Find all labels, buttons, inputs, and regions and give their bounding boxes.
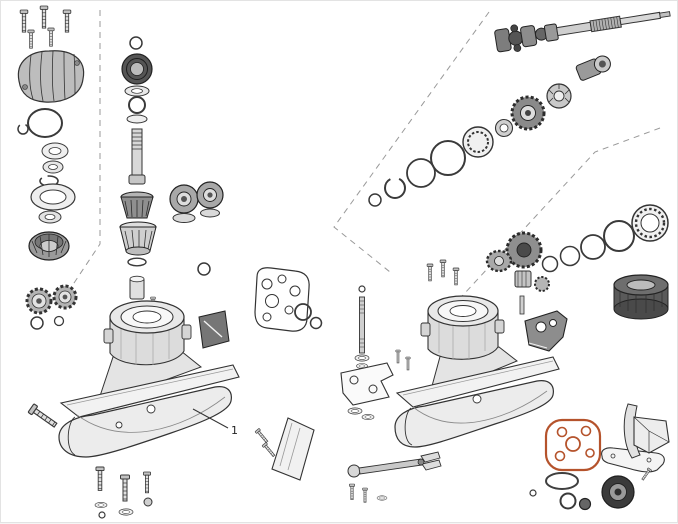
gasket-plate xyxy=(254,267,323,332)
bushing xyxy=(129,275,145,300)
left-gearcase-housing xyxy=(58,296,240,458)
tapered-roller-bearing-center xyxy=(119,221,157,267)
shift-linkage xyxy=(347,451,442,503)
seal-kit-parts xyxy=(529,403,670,511)
roller-bearing-dark xyxy=(613,274,669,320)
tapered-roller-bearing-left xyxy=(28,231,70,261)
cover-plate-small xyxy=(198,310,230,349)
trim-wedge xyxy=(254,417,315,481)
mount-bracket xyxy=(524,310,568,352)
right-gearcase-housing xyxy=(394,259,560,448)
center-hardware-column xyxy=(354,285,411,371)
u-joint-drive-shaft xyxy=(494,11,671,53)
gear-bearing-set xyxy=(485,204,669,315)
callout-1-label[interactable]: 1 xyxy=(231,424,238,437)
drive-shaft-stack xyxy=(121,36,153,185)
gear-pair-left xyxy=(25,284,78,330)
cover-seal-stack xyxy=(17,108,76,224)
highlighted-seal-plate[interactable] xyxy=(544,418,602,472)
pinion-gear xyxy=(120,191,154,219)
assembly-guide-lines xyxy=(63,10,661,333)
ribbed-bearing-cap xyxy=(17,50,85,103)
bolt-set-top-left xyxy=(19,5,72,49)
retainer-bracket xyxy=(340,362,394,421)
callout-1[interactable]: 1 xyxy=(192,408,238,437)
slip-yoke xyxy=(575,55,611,81)
left-gearcase-fasteners xyxy=(27,403,153,519)
bearing-hub-pair xyxy=(169,181,224,276)
driveline-part-series xyxy=(368,83,572,207)
